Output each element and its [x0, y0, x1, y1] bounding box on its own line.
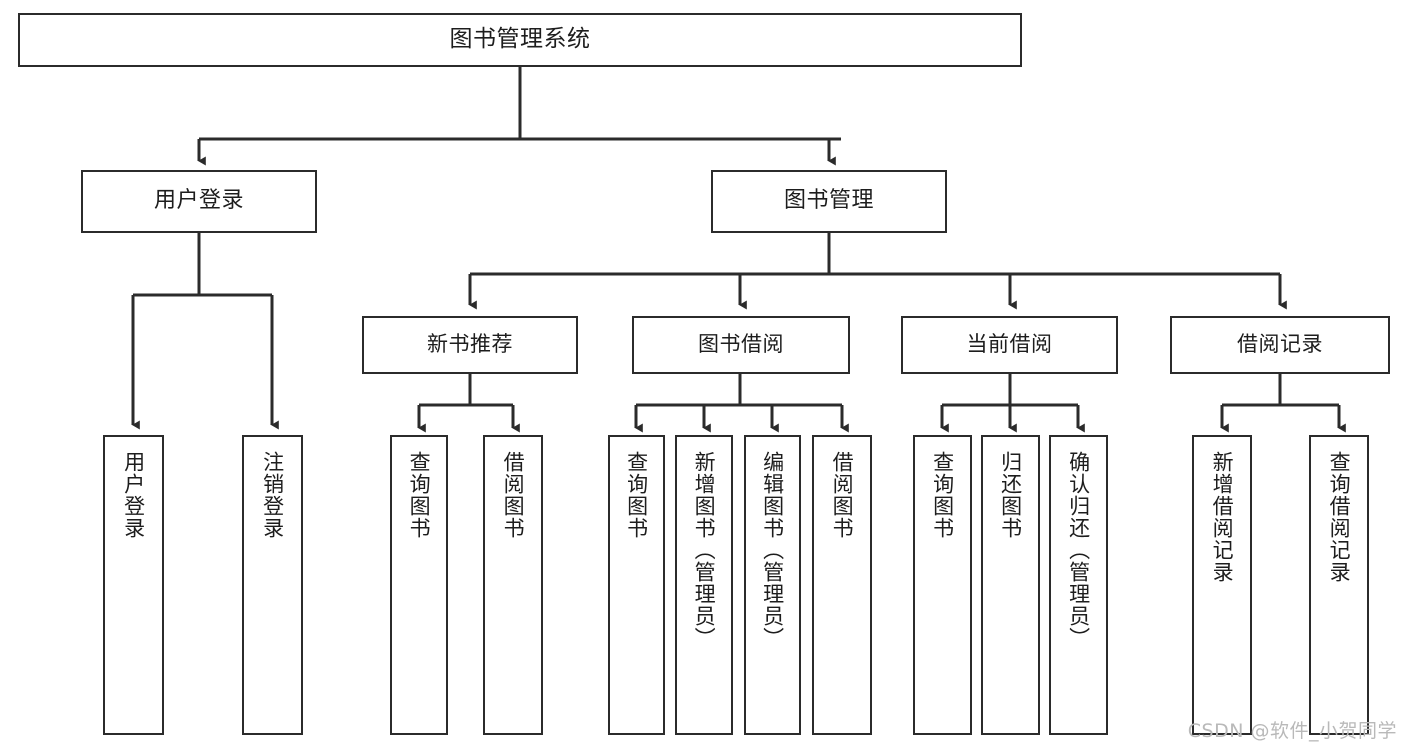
- node-label: 查询图书: [407, 451, 432, 539]
- leaf-logout[interactable]: 注销登录: [242, 435, 303, 735]
- leaf-edit-book-admin[interactable]: 编辑图书（管理员）: [744, 435, 801, 735]
- node-label: 图书管理系统: [449, 26, 591, 53]
- node-label: 图书借阅: [698, 332, 784, 357]
- node-label: 确认归还（管理员）: [1066, 451, 1091, 649]
- node-label: 查询借阅记录: [1327, 451, 1352, 583]
- node-label: 新书推荐: [427, 332, 513, 357]
- node-root-book-management-system[interactable]: 图书管理系统: [18, 13, 1022, 67]
- node-new-book-recommend[interactable]: 新书推荐: [362, 316, 578, 374]
- leaf-user-login[interactable]: 用户登录: [103, 435, 164, 735]
- node-label: 查询图书: [930, 451, 955, 539]
- node-label: 编辑图书（管理员）: [760, 451, 785, 649]
- node-label: 借阅图书: [830, 451, 855, 539]
- node-label: 图书管理: [783, 188, 874, 214]
- leaf-borrow-book[interactable]: 借阅图书: [812, 435, 872, 735]
- edges-root-to-level2: [197, 67, 841, 166]
- edges-borrow-to-leaves: [634, 374, 849, 433]
- node-borrow-record[interactable]: 借阅记录: [1170, 316, 1390, 374]
- node-book-borrow[interactable]: 图书借阅: [632, 316, 850, 374]
- leaf-query-book-borrow[interactable]: 查询图书: [608, 435, 665, 735]
- leaf-return-book[interactable]: 归还图书: [981, 435, 1040, 735]
- leaf-add-book-admin[interactable]: 新增图书（管理员）: [675, 435, 733, 735]
- edges-current-to-leaves: [940, 374, 1085, 433]
- leaf-query-book-newbook[interactable]: 查询图书: [390, 435, 448, 735]
- node-book-management[interactable]: 图书管理: [711, 170, 947, 233]
- leaf-confirm-return-admin[interactable]: 确认归还（管理员）: [1049, 435, 1108, 735]
- node-label: 查询图书: [624, 451, 649, 539]
- edges-book-mgmt-to-level3: [468, 233, 1287, 310]
- leaf-query-borrow-record[interactable]: 查询借阅记录: [1309, 435, 1369, 735]
- node-label: 借阅图书: [501, 451, 526, 539]
- node-label: 借阅记录: [1237, 332, 1323, 357]
- watermark-text: CSDN @软件_小贺同学: [1187, 720, 1397, 742]
- node-user-login[interactable]: 用户登录: [81, 170, 317, 233]
- node-label: 用户登录: [121, 451, 146, 539]
- leaf-query-book-current[interactable]: 查询图书: [913, 435, 972, 735]
- node-label: 新增借阅记录: [1210, 451, 1235, 583]
- node-label: 新增图书（管理员）: [692, 451, 717, 649]
- node-label: 归还图书: [998, 451, 1023, 539]
- node-label: 当前借阅: [966, 332, 1053, 357]
- node-label: 注销登录: [260, 451, 285, 539]
- edges-newbook-to-leaves: [417, 374, 520, 433]
- leaf-add-borrow-record[interactable]: 新增借阅记录: [1192, 435, 1252, 735]
- node-label: 用户登录: [153, 188, 244, 214]
- edges-record-to-leaves: [1220, 374, 1346, 433]
- edges-user-login-to-leaves: [131, 233, 279, 430]
- node-current-borrow[interactable]: 当前借阅: [901, 316, 1118, 374]
- leaf-borrow-book-newbook[interactable]: 借阅图书: [483, 435, 543, 735]
